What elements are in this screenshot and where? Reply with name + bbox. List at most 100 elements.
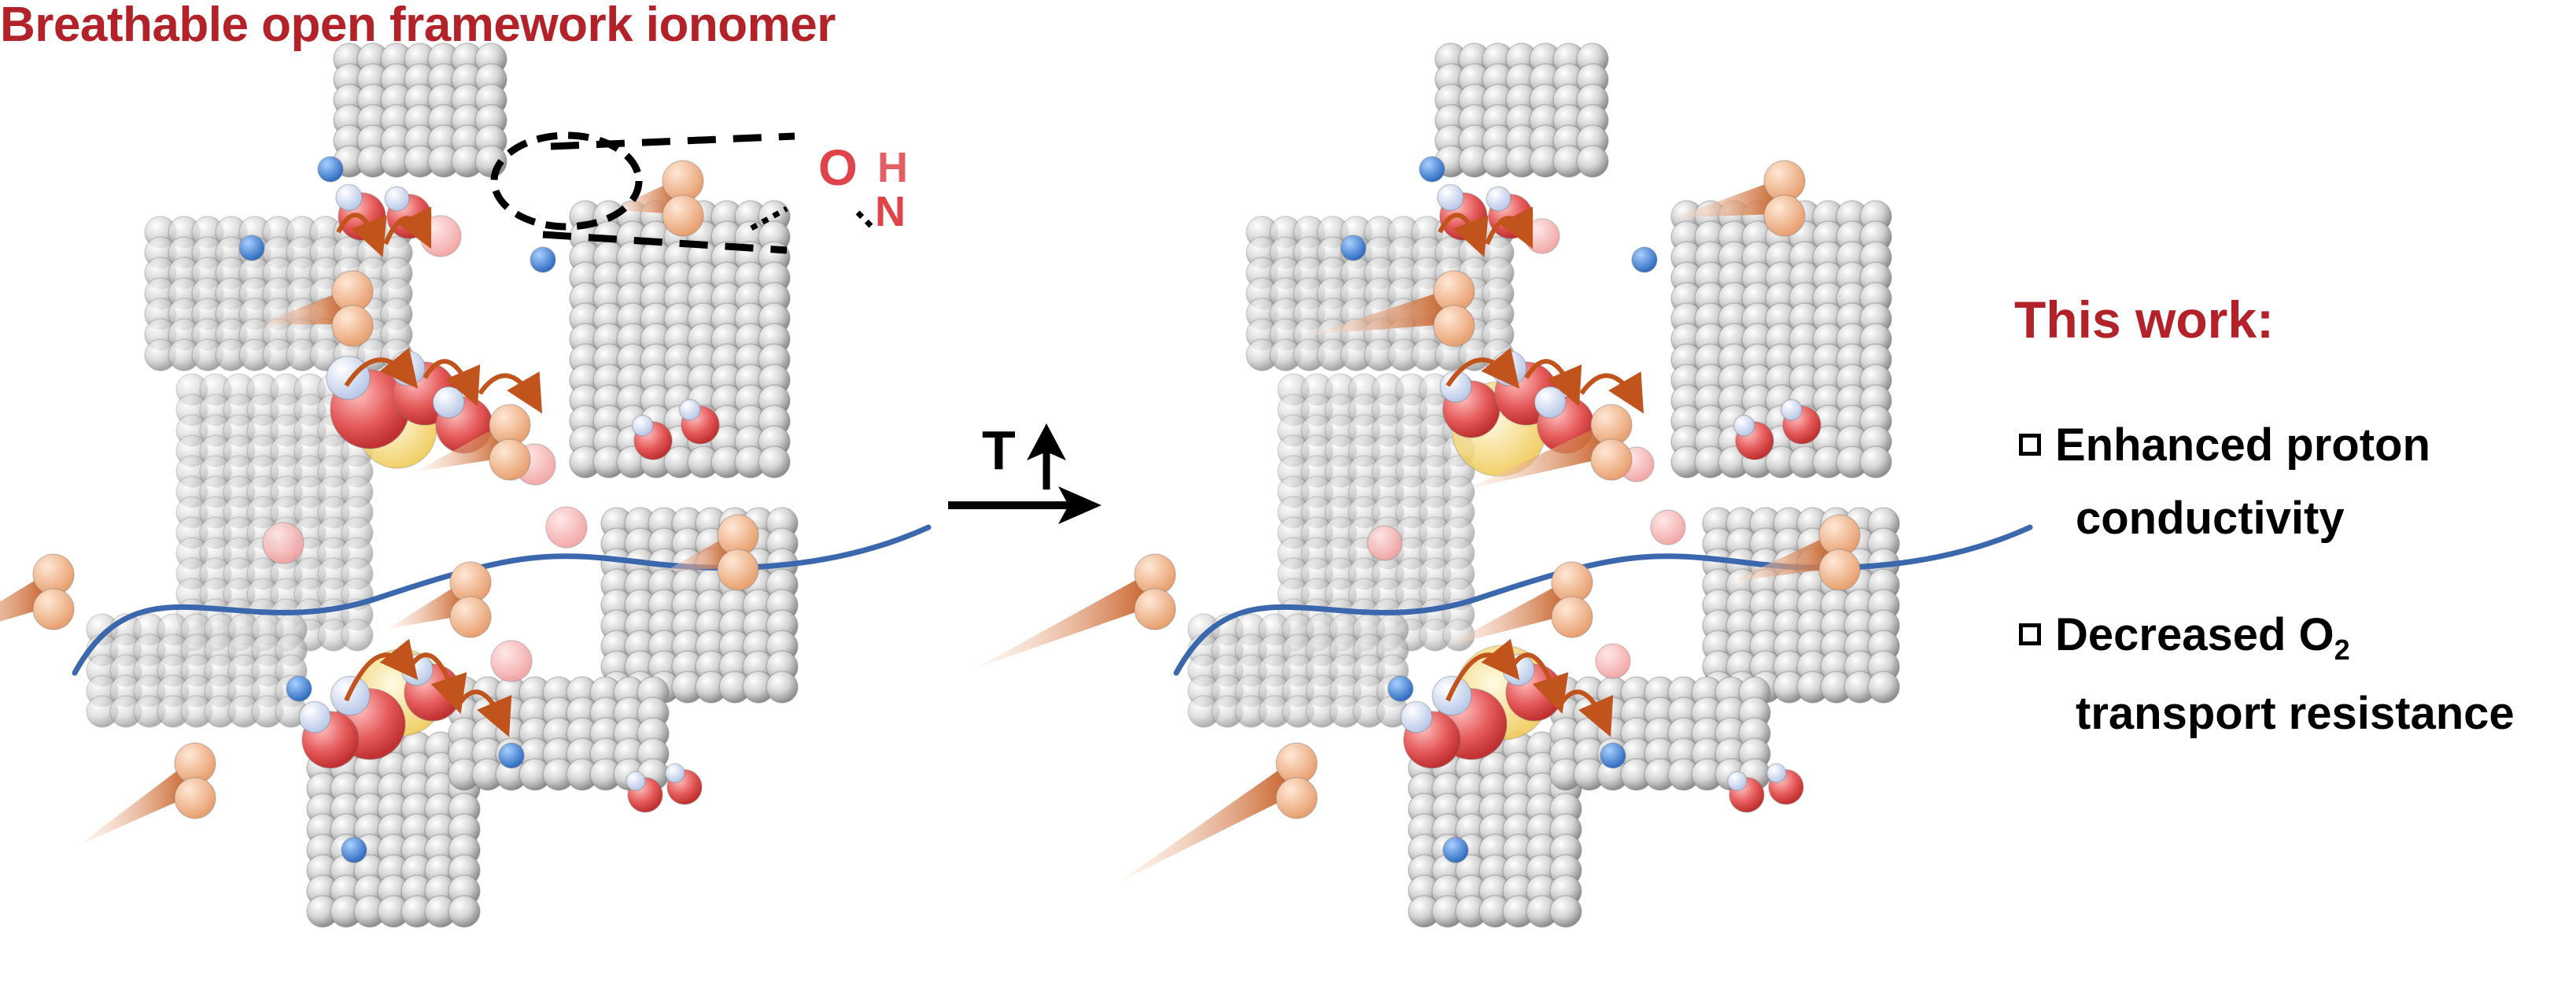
free-water-molecule bbox=[262, 522, 304, 564]
proton-atom bbox=[1766, 763, 1787, 784]
proton-atom bbox=[1780, 398, 1803, 421]
bullet-proton-conductivity: Enhanced proton bbox=[2019, 423, 2430, 468]
framework-atom bbox=[758, 445, 791, 479]
gas-flow-cone bbox=[1309, 290, 1448, 335]
o2-molecule-atom bbox=[1275, 777, 1318, 819]
proton-hop-arrow-icon bbox=[1524, 359, 1582, 407]
proton-atom bbox=[326, 355, 371, 401]
proton-atom bbox=[665, 763, 685, 784]
proton-atom bbox=[432, 386, 465, 419]
proton-atom bbox=[678, 398, 701, 421]
proton-atom bbox=[335, 183, 363, 212]
nitrogen-atom bbox=[341, 837, 367, 863]
proton-atom bbox=[1400, 700, 1433, 734]
o2-molecule-atom bbox=[1818, 549, 1861, 591]
proton-hop-arrow-icon bbox=[423, 359, 481, 407]
proton-atom bbox=[1491, 350, 1527, 386]
proton-atom bbox=[626, 771, 646, 792]
proton-hop-arrow-icon bbox=[1485, 206, 1533, 249]
o2-molecule-atom bbox=[1551, 596, 1593, 638]
framework-left bbox=[0, 42, 932, 928]
free-water-molecule bbox=[1367, 525, 1403, 561]
up-arrow-icon bbox=[1027, 423, 1066, 460]
nitrogen-atom bbox=[1340, 235, 1367, 261]
proton-hop-arrow-icon bbox=[1579, 371, 1644, 414]
o2-molecule-atom bbox=[1590, 438, 1633, 481]
polymer-chain bbox=[1173, 524, 2033, 676]
o2-molecule-atom bbox=[174, 777, 216, 819]
nitrogen-atom bbox=[1387, 675, 1414, 702]
this-work-heading: This work: bbox=[2014, 290, 2275, 349]
nitrogen-atom bbox=[498, 742, 525, 769]
gas-flow-cone bbox=[611, 179, 677, 214]
proton-hop-arrow-icon bbox=[336, 212, 387, 257]
proton-hop-arrow-icon bbox=[407, 652, 467, 715]
checkbox-square-icon bbox=[2019, 434, 2041, 456]
proton-atom bbox=[1733, 414, 1755, 437]
framework-right bbox=[976, 42, 2033, 928]
proton-hop-arrow-icon bbox=[1556, 689, 1614, 737]
nitrogen-atom bbox=[1419, 156, 1445, 183]
framework-atom bbox=[1867, 671, 1900, 704]
proton-atom bbox=[1485, 186, 1511, 212]
transition-arrow-icon bbox=[948, 423, 1102, 524]
bullet-o2-resistance-cont: transport resistance bbox=[2076, 688, 2515, 739]
o2-molecule-atom bbox=[1763, 194, 1806, 237]
o2-molecule-atom bbox=[489, 438, 531, 481]
free-water-molecule bbox=[490, 640, 533, 682]
framework-atom bbox=[1576, 145, 1609, 178]
o2-molecule-atom bbox=[717, 549, 759, 591]
framework-atom bbox=[766, 671, 799, 704]
chem-atom-h: H bbox=[877, 144, 908, 191]
nitrogen-atom bbox=[1600, 742, 1626, 769]
chem-atom-o: O bbox=[818, 139, 858, 196]
checkbox-square-icon bbox=[2019, 623, 2041, 645]
gas-flow-cone bbox=[415, 423, 504, 472]
free-water-molecule bbox=[1524, 218, 1560, 254]
magnify-line-bottom bbox=[542, 231, 788, 254]
gas-flow-cone bbox=[1117, 762, 1290, 883]
proton-atom bbox=[1727, 771, 1747, 792]
o2-molecule-atom bbox=[1134, 588, 1176, 630]
proton-atom bbox=[1533, 386, 1567, 419]
gas-flow-cone bbox=[1674, 179, 1778, 218]
polymer-chain bbox=[72, 524, 932, 676]
o2-molecule-atom bbox=[449, 596, 492, 638]
free-water-molecule bbox=[1650, 509, 1686, 545]
framework-atom bbox=[1859, 445, 1892, 479]
proton-atom bbox=[631, 414, 654, 437]
nitrogen-atom bbox=[530, 246, 556, 273]
proton-hop-arrow-icon bbox=[1445, 638, 1520, 702]
proton-hop-arrow-icon bbox=[1437, 212, 1489, 257]
proton-atom bbox=[389, 350, 426, 386]
o2-molecule-atom bbox=[1433, 305, 1475, 347]
framework-atom bbox=[1549, 895, 1582, 928]
nitrogen-atom bbox=[1631, 246, 1658, 273]
gas-flow-cone bbox=[1467, 423, 1605, 490]
proton-hop-arrow-icon bbox=[1508, 652, 1569, 715]
proton-hop-arrow-icon bbox=[383, 206, 432, 249]
nitrogen-atom bbox=[1442, 837, 1469, 863]
proton-atom bbox=[384, 186, 410, 212]
nitrogen-atom bbox=[238, 235, 265, 261]
proton-atom bbox=[1437, 183, 1464, 212]
o2-molecule-atom bbox=[331, 305, 374, 347]
framework-atom bbox=[448, 895, 481, 928]
free-water-molecule bbox=[545, 506, 588, 549]
gas-flow-cone bbox=[79, 762, 189, 845]
magnify-ellipse bbox=[490, 131, 643, 231]
gas-flow-cone bbox=[1729, 534, 1833, 582]
gas-flow-cone bbox=[1445, 581, 1566, 647]
proton-hop-arrow-icon bbox=[344, 638, 419, 702]
proton-hop-arrow-icon bbox=[454, 689, 512, 737]
magnify-line-top bbox=[550, 132, 795, 150]
proton-atom bbox=[298, 700, 331, 734]
proton-hop-arrow-icon bbox=[344, 347, 419, 390]
bullet-o2-resistance: Decreased O2 bbox=[2019, 612, 2350, 664]
nitrogen-atom bbox=[286, 675, 312, 702]
nitrogen-atom bbox=[317, 156, 344, 183]
gas-flow-cone bbox=[666, 534, 732, 571]
temperature-label: T bbox=[982, 419, 1016, 481]
bullet-proton-conductivity-cont: conductivity bbox=[2076, 493, 2345, 544]
